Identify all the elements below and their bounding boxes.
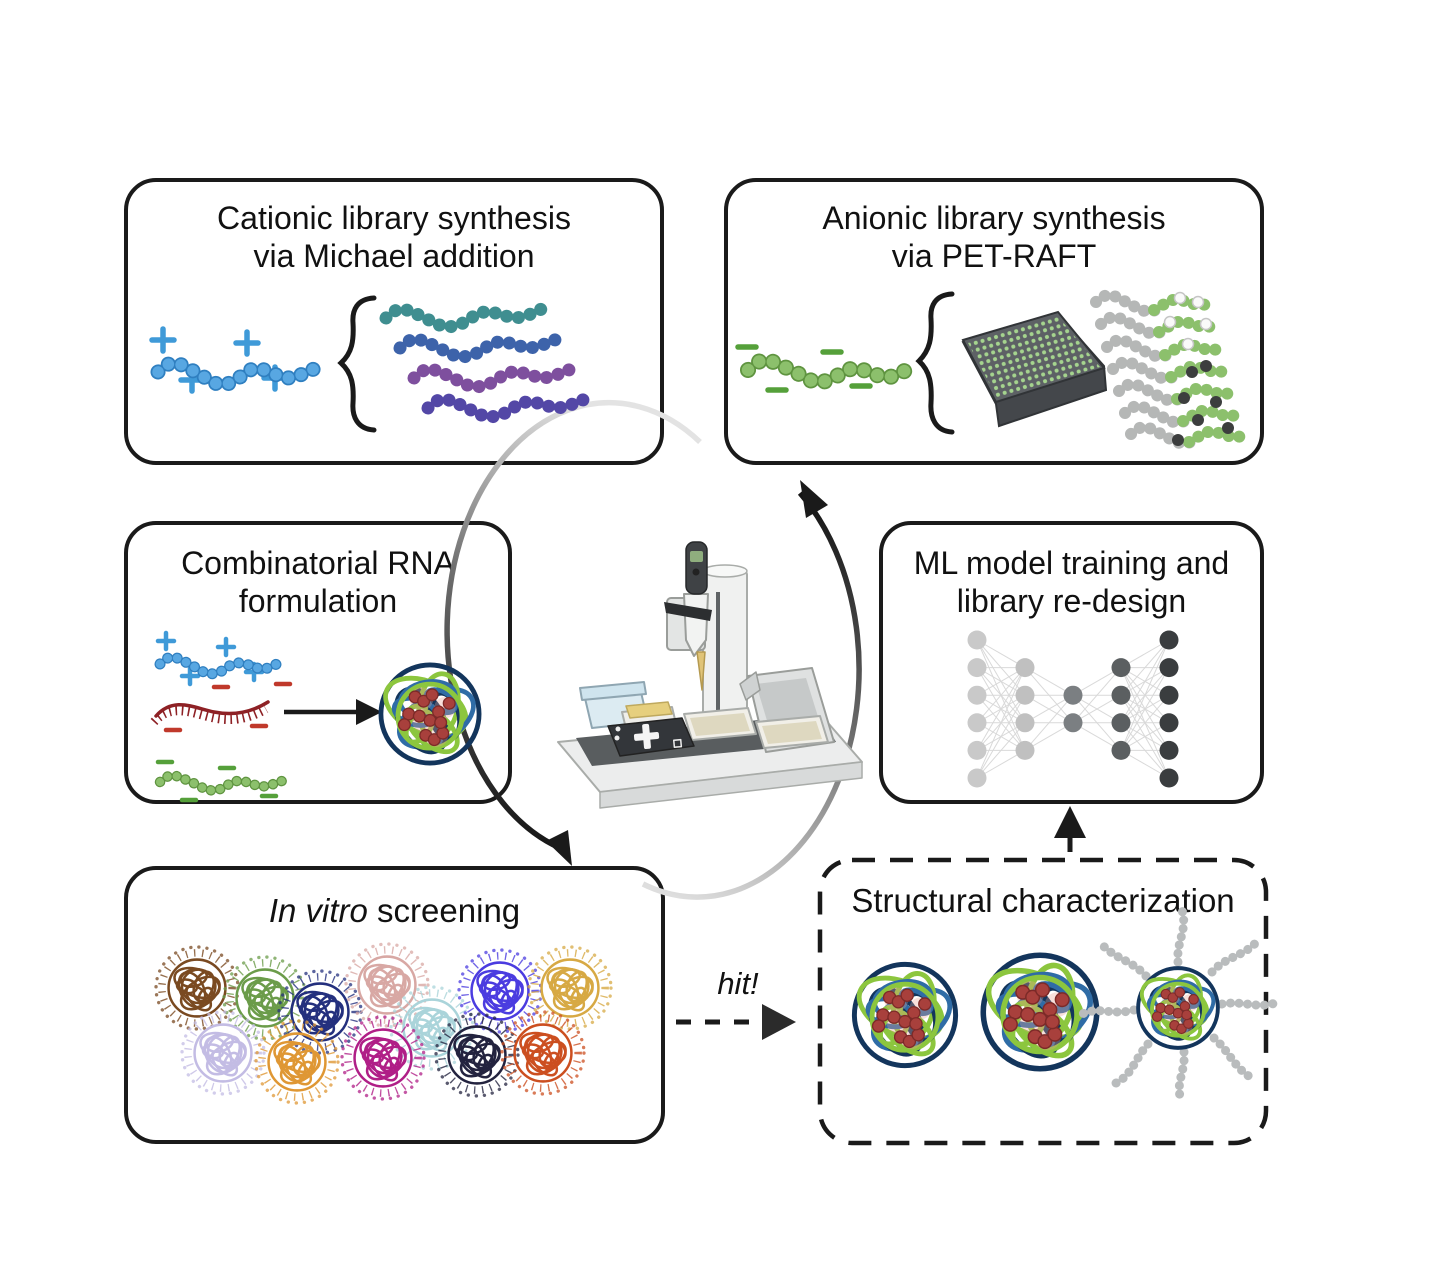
panel-cationic-library: Cationic library synthesis via Michael a… [124, 178, 664, 465]
pipette-tip [696, 651, 706, 691]
ml-panel-title: ML model training and library re-design [883, 545, 1260, 621]
electronic-pipette [685, 541, 708, 595]
microplates [683, 707, 829, 749]
formulation-title-line2: formulation [238, 582, 398, 619]
screening-title-italic: In vitro [268, 892, 368, 929]
hit-label: hit! [717, 966, 759, 1001]
screening-panel-title: In vitro screening [128, 892, 661, 931]
cationic-title-line2: via Michael addition [253, 237, 535, 274]
cross-button-icon [633, 723, 660, 750]
screening-title-regular: screening [367, 892, 521, 929]
control-panel [607, 717, 695, 757]
panel-rna-formulation: Combinatorial RNA formulation [124, 521, 512, 804]
pipette-clamp [664, 602, 712, 621]
feedback-arrow [1054, 806, 1086, 852]
anionic-title-line1: Anionic library synthesis [822, 200, 1166, 236]
structural-panel-title: Structural characterization [818, 882, 1268, 921]
panel-anionic-library: Anionic library synthesis via PET-RAFT [724, 178, 1264, 465]
formulation-title-line1: Combinatorial RNA [181, 545, 455, 581]
formulation-panel-title: Combinatorial RNA formulation [128, 545, 508, 621]
pipette-screen [690, 551, 703, 562]
ml-title-line2: library re-design [956, 582, 1187, 619]
robot-carriage [666, 597, 706, 651]
anionic-panel-title: Anionic library synthesis via PET-RAFT [728, 200, 1260, 276]
robot-tower [702, 569, 748, 756]
tip-hopper [747, 667, 835, 753]
hit-arrow [676, 1004, 796, 1040]
cycle-arrowhead-down [546, 830, 572, 866]
panel-structural-characterization: Structural characterization [818, 858, 1268, 1145]
robot-deck [576, 714, 836, 766]
structural-title: Structural characterization [851, 882, 1235, 919]
anionic-title-line2: via PET-RAFT [891, 237, 1097, 274]
cycle-arrowhead-up [800, 480, 828, 518]
cycle-arrow-right [641, 491, 862, 900]
robot-liquid-handler [557, 541, 863, 809]
cationic-title-line1: Cationic library synthesis [217, 200, 571, 236]
tip-box [621, 706, 679, 738]
cationic-panel-title: Cationic library synthesis via Michael a… [128, 200, 660, 276]
robot-base [557, 715, 863, 793]
panel-ml-training: ML model training and library re-design [879, 521, 1264, 804]
panel-invitro-screening: In vitro screening [124, 866, 665, 1144]
ml-title-line1: ML model training and [913, 545, 1230, 581]
reagent-box [583, 687, 649, 729]
